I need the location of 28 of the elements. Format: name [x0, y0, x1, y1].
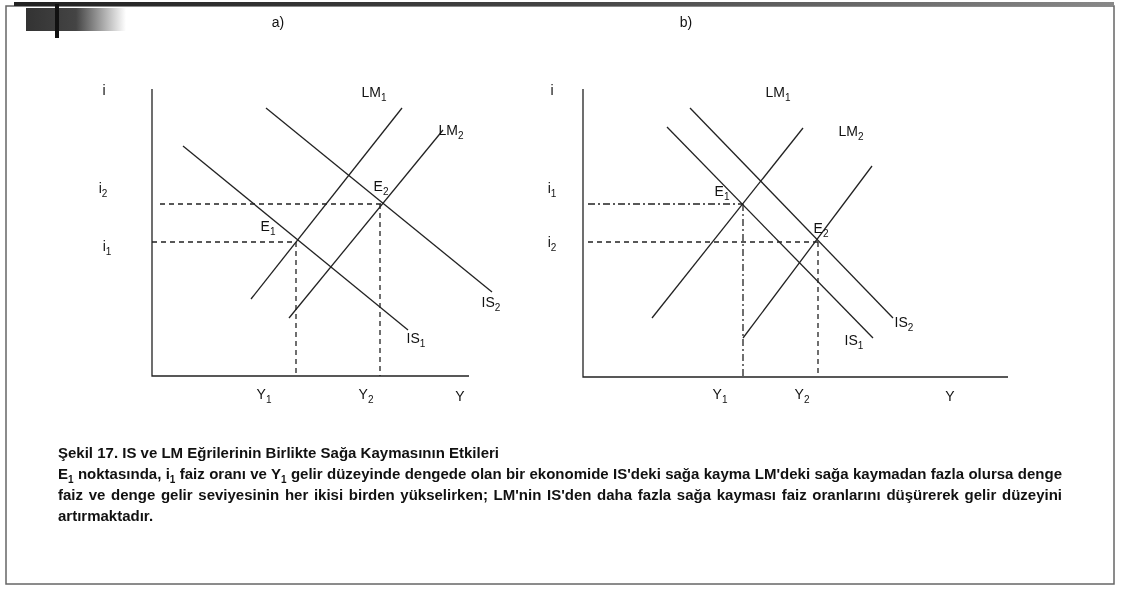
axis-tick-label: i$_{1}$: [102, 239, 112, 257]
axis-label: i: [102, 83, 106, 97]
axis-tick-label: i$_{2}$: [98, 181, 108, 199]
curve-label: LM$_{1}$: [361, 85, 387, 103]
curve-label: IS$_{1}$: [844, 333, 864, 351]
point-label: E$_{1}$: [714, 184, 730, 202]
axis-tick-label: i$_{1}$: [547, 181, 557, 199]
figure-title: Şekil 17. IS ve LM Eğrilerinin Birlikte Sağa Kaymasının Etkileri: [58, 444, 499, 461]
panel-label: a): [271, 15, 285, 29]
curve-label: IS$_{1}$: [406, 331, 426, 349]
curve-label: IS$_{2}$: [481, 295, 501, 313]
axis-tick-label: Y$_{2}$: [358, 387, 374, 405]
curve-label: LM$_{1}$: [765, 85, 791, 103]
axis-tick-label: Y$_{1}$: [712, 387, 728, 405]
curve-label: LM$_{2}$: [838, 124, 864, 142]
curve-label: LM$_{2}$: [438, 123, 464, 141]
axis-label: Y: [455, 389, 465, 403]
axis-tick-label: Y$_{2}$: [794, 387, 810, 405]
panel-label: b): [679, 15, 693, 29]
caption-paragraph: E$_{1}$ noktasında, i$_{1}$ faiz oranı ve Y$_{1}$ gelir düzeyinde dengede olan bir ekonomide IS'deki sağa kayma LM'deki sağa kaymadan fazla olursa denge faiz ve denge gelir seviyesinin her ikisi birden yükselirken; LM'nin IS'den daha fazla sağa kayması faiz oranlarını düşürerek gelir düzeyini artırmaktadır.: [58, 464, 1062, 526]
point-label: E$_{2}$: [813, 221, 829, 239]
axis-tick-label: i$_{2}$: [547, 235, 557, 253]
point-label: E$_{2}$: [373, 179, 389, 197]
axis-tick-label: Y$_{1}$: [256, 387, 272, 405]
axis-label: i: [550, 83, 554, 97]
curve-label: IS$_{2}$: [894, 315, 914, 333]
point-label: E$_{1}$: [260, 219, 276, 237]
axis-label: Y: [945, 389, 955, 403]
